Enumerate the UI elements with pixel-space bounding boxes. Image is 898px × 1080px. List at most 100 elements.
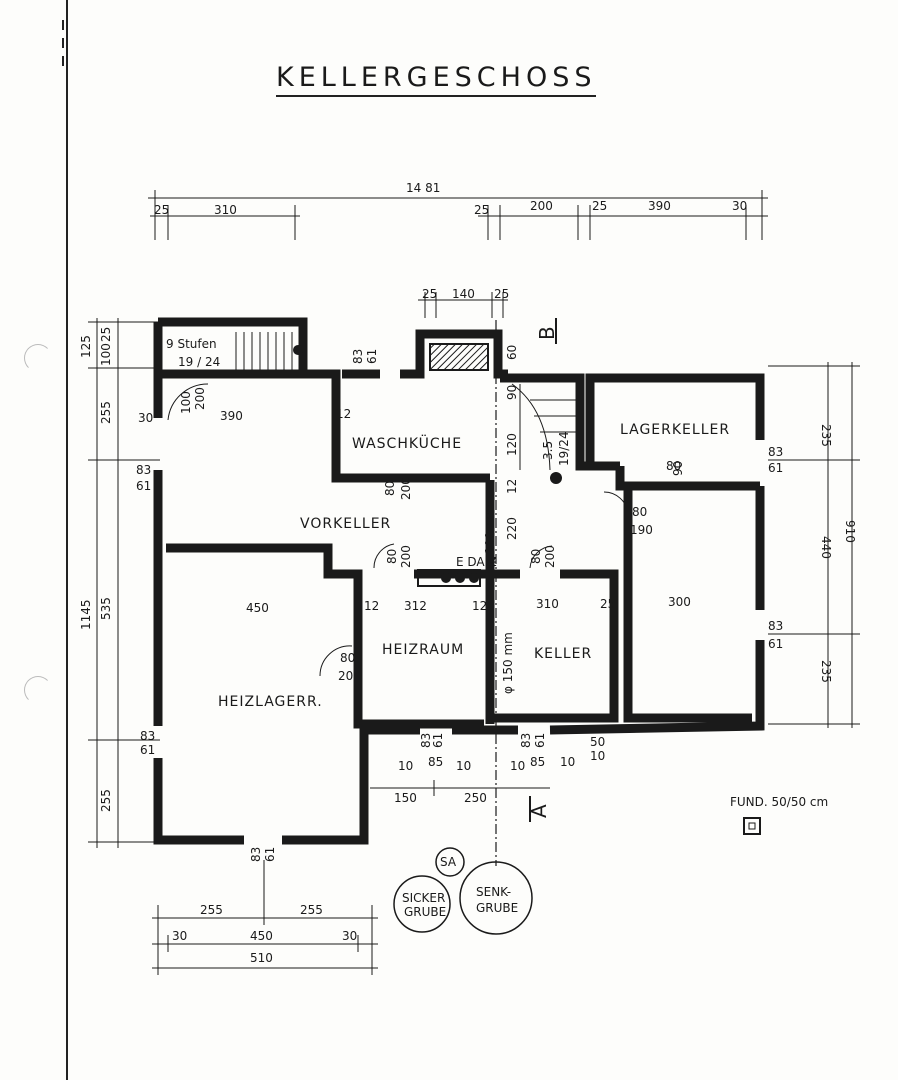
meter-icon [441, 573, 451, 583]
dim-label: 61 [263, 847, 277, 862]
room-keller: KELLER [534, 646, 592, 662]
dim-label: 200 [399, 545, 413, 568]
dim-label: 12 [336, 407, 351, 421]
dim-label: 50 [590, 735, 605, 749]
dim-label: 125 [79, 335, 93, 358]
dim-label: 310 [536, 597, 559, 611]
chimney-hatch [429, 343, 489, 371]
room-vorkeller: VORKELLER [300, 516, 391, 532]
dim-label: 100 [99, 343, 113, 366]
pipe-label: φ 100 mm [483, 504, 497, 566]
dim-label: 25 [600, 597, 615, 611]
dim-label: 83 [419, 733, 433, 748]
dim-label: 80 [340, 651, 355, 665]
dim-label: 83 [519, 733, 533, 748]
dim-label: 80 [385, 549, 399, 564]
dim-label: 200 [338, 669, 361, 683]
senk-label: GRUBE [476, 901, 518, 915]
dim-label: 390 [648, 199, 671, 213]
dim-label: 235 [819, 424, 833, 447]
dim-label: 25 [154, 203, 169, 217]
dim-label: 200 [193, 387, 207, 410]
sa-label: SA [440, 855, 457, 869]
dim-label: 10 [456, 759, 471, 773]
dim-label: 80 [383, 481, 397, 496]
meter-box [417, 569, 481, 587]
dim-label: 510 [250, 951, 273, 965]
dim-label: 120 [505, 433, 519, 456]
sa-circle [435, 847, 465, 877]
stair-marker-icon [293, 345, 303, 355]
door-swing-icon [373, 543, 395, 569]
dim-label: 910 [843, 520, 857, 543]
wall-keller [490, 569, 619, 723]
dim-label: 25 [422, 287, 437, 301]
dim-label: 1145 [79, 599, 93, 630]
foundation-label: FUND. 50/50 cm [730, 795, 828, 809]
dim-label: 12 [505, 479, 519, 494]
dim-label: 30 [732, 199, 747, 213]
door-swing-icon [529, 545, 553, 569]
door-swing-icon [167, 383, 209, 421]
dim-label: 10 [398, 759, 413, 773]
dim-label: 25 [99, 327, 113, 342]
punch-hole-mark [24, 344, 52, 372]
dim-label: 85 [530, 755, 545, 769]
dim-label: 255 [200, 903, 223, 917]
section-a-label: A [527, 804, 551, 818]
room-waschkueche: WASCHKÜCHE [352, 434, 462, 452]
stair-ratio-label: 19 / 24 [178, 355, 220, 369]
dim-label: 3.5 [541, 441, 555, 460]
left-dash-line [62, 20, 64, 66]
punch-hole-mark [24, 676, 52, 704]
dim-label: 310 [214, 203, 237, 217]
dim-label: 61 [365, 349, 379, 364]
pipe-label: φ 150 mm [501, 632, 515, 694]
dim-label: 300 [668, 595, 691, 609]
room-lagerkeller: LAGERKELLER [620, 422, 730, 438]
stair-wall [158, 317, 308, 379]
drain-marker-icon [550, 472, 562, 484]
dim-label: 80 [666, 459, 681, 473]
dim-label: 80 [529, 549, 543, 564]
room-heizraum: HEIZRAUM [382, 642, 464, 658]
dim-label: 250 [464, 791, 487, 805]
dim-label: 83 [768, 619, 783, 633]
left-border-line [66, 0, 68, 1080]
dim-label: 450 [250, 929, 273, 943]
dim-top-total: 14 81 [406, 181, 440, 195]
dim-label: 235 [819, 660, 833, 683]
dim-label: 255 [99, 401, 113, 424]
dim-label: 200 [399, 477, 413, 500]
wall-waschkueche [303, 369, 490, 483]
dim-label: 30 [172, 929, 187, 943]
section-b-label: B [535, 326, 559, 340]
dim-label: 25 [592, 199, 607, 213]
wall-bottom-right [549, 640, 765, 735]
dim-label: 90 [671, 461, 685, 476]
dim-label: 390 [220, 409, 243, 423]
dim-label: 83 [351, 349, 365, 364]
dim-label: 190 [630, 523, 653, 537]
sicker-label: GRUBE [404, 905, 446, 919]
dim-label: 150 [394, 791, 417, 805]
dim-label: 80 [632, 505, 647, 519]
dim-label: 220 [505, 517, 519, 540]
dim-label: 83 [249, 847, 263, 862]
senk-label: SENK- [476, 885, 511, 899]
dim-label: 85 [428, 755, 443, 769]
dim-label: 312 [404, 599, 427, 613]
dim-label: 440 [819, 536, 833, 559]
spiral-stair-arc [511, 383, 551, 471]
page-title: KELLERGESCHOSS [276, 62, 597, 97]
wall-lagerkeller [585, 373, 765, 471]
dim-label: 61 [533, 733, 547, 748]
foundation-icon [743, 817, 761, 835]
door-swing-icon [319, 645, 353, 677]
dim-label: 83 [768, 445, 783, 459]
dim-label: 255 [99, 789, 113, 812]
meter-label: E DA Z [456, 555, 497, 569]
meter-icon [469, 573, 479, 583]
dim-label: 61 [768, 637, 783, 651]
